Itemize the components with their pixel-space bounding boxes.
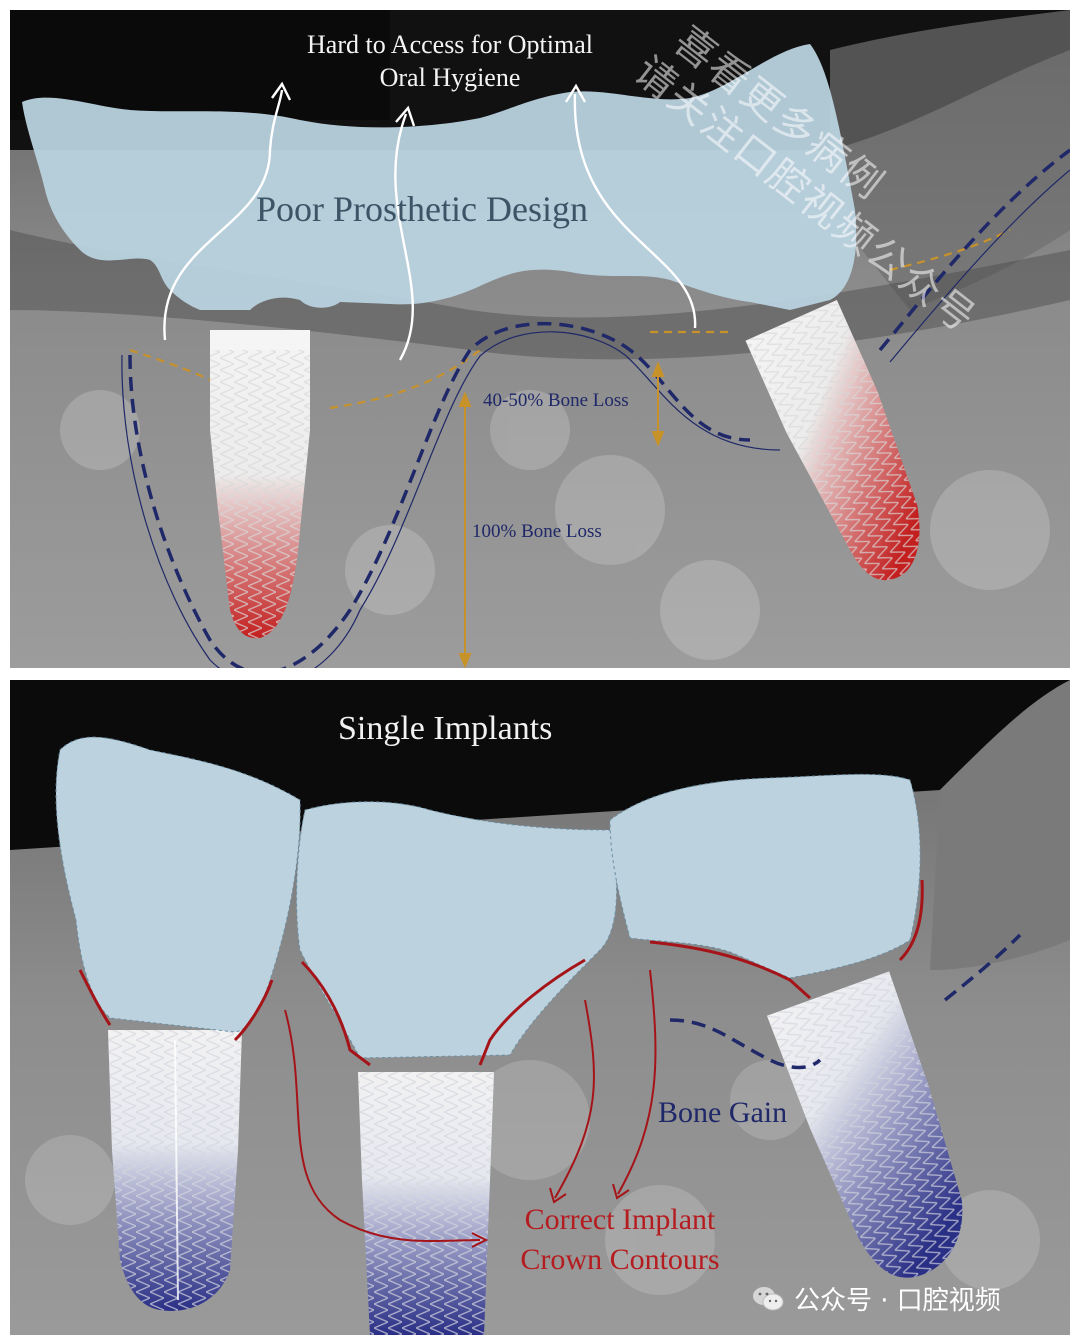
- bone-gain-label: Bone Gain: [658, 1096, 788, 1129]
- crown-1: [55, 736, 301, 1033]
- crown-contours-line-1: Correct Implant: [524, 1203, 716, 1236]
- crown-contours: [78, 879, 924, 1067]
- prosthetic-design-label: Poor Prosthetic Design: [256, 189, 588, 229]
- crown-contours-label: Correct Implant Crown Contours: [490, 1200, 750, 1280]
- access-label-line-2: Oral Hygiene: [379, 63, 521, 92]
- bone-loss-outline-left: [128, 322, 751, 668]
- access-label: Hard to Access for Optimal Oral Hygiene: [250, 28, 650, 94]
- bottom-xray-illustration: [10, 680, 1070, 1335]
- implant-2: [358, 1072, 494, 1335]
- single-implants-title: Single Implants: [338, 710, 553, 747]
- crown-3: [609, 773, 921, 979]
- wechat-account-text: 公众号 · 口腔视频: [794, 1286, 1001, 1316]
- wechat-icon: [752, 1285, 784, 1313]
- top-xray-panel: Hard to Access for Optimal Oral Hygiene …: [10, 10, 1070, 668]
- bottom-xray-panel: Single Implants Bone Gain Correct Implan…: [10, 680, 1070, 1335]
- contour-arrows: [284, 969, 657, 1248]
- access-arrows: [163, 81, 697, 361]
- bridge-prosthesis: [22, 44, 857, 310]
- crown-contours-line-2: Crown Contours: [520, 1243, 720, 1276]
- implant-1: [108, 1030, 242, 1311]
- bone-gain-line: [669, 1018, 822, 1070]
- partial-bone-loss-label: 40-50% Bone Loss: [483, 390, 629, 411]
- top-xray-illustration: [10, 10, 1070, 668]
- access-label-line-1: Hard to Access for Optimal: [307, 30, 593, 59]
- measure-arrow-full: [458, 391, 472, 668]
- implant-left: [210, 330, 310, 639]
- implant-3: [766, 971, 963, 1278]
- implant-right: [745, 300, 920, 581]
- measure-arrow-partial: [651, 361, 665, 447]
- wechat-account-badge: 公众号 · 口腔视频: [752, 1280, 1001, 1317]
- original-bone-margin: [129, 348, 211, 381]
- bone-loss-outline-right: [878, 148, 1070, 352]
- full-bone-loss-label: 100% Bone Loss: [472, 521, 602, 542]
